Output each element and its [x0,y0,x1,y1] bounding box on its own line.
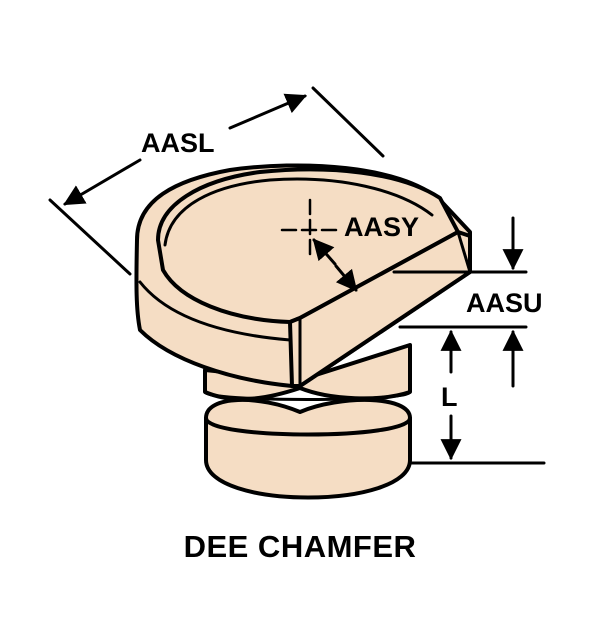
head [134,163,472,388]
centerline-mark [280,198,342,260]
aasu-label: AASU [466,288,543,318]
lower-shank [204,397,412,500]
aasl-label: AASL [141,128,215,158]
aasy-dimension [312,238,358,292]
l-dimension [410,329,546,465]
diagram-caption: DEE CHAMFER [184,529,417,564]
l-label: L [441,382,458,412]
aasu-dimension [392,216,528,388]
aasy-label: AASY [344,212,419,242]
aasl-dimension [48,86,385,276]
upper-shank [203,343,412,402]
